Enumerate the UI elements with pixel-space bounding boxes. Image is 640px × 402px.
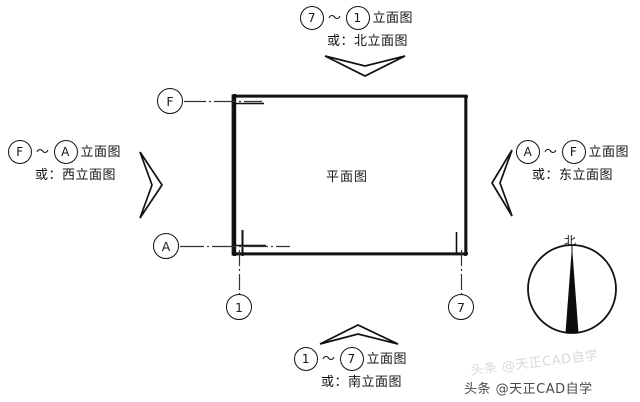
label-north-suffix: 立面图 xyxy=(372,10,414,26)
label-west-alt: 或：西立面图 xyxy=(35,168,117,183)
view-arrow-right-icon xyxy=(139,151,164,219)
watermark-text: 头条 @天正CAD自学 xyxy=(464,382,593,397)
label-east-elevation-row: A ～ F 立面图 xyxy=(516,140,629,164)
label-south-elevation: 1 ～ 7 立面图 或：南立面图 xyxy=(294,347,407,391)
label-north-alt: 或：北立面图 xyxy=(327,34,409,49)
grid-bubble-from-north: 7 xyxy=(300,6,324,30)
grid-bubble-axis-f: F xyxy=(157,88,183,114)
grid-bubble-to-south: 7 xyxy=(339,347,364,371)
range-tilde-north: ～ xyxy=(328,10,342,26)
grid-bubble-from-east: A xyxy=(516,140,540,164)
grid-bubble-axis-a: A xyxy=(153,233,179,259)
label-west-suffix: 立面图 xyxy=(80,144,122,160)
range-tilde-east: ～ xyxy=(544,144,558,160)
label-north-elevation-row: 7 ～ 1 立面图 xyxy=(300,6,413,30)
grid-bubble-axis-1: 1 xyxy=(226,294,252,320)
plan-outline-rect xyxy=(231,94,468,256)
grid-bubble-axis-7: 7 xyxy=(448,294,474,320)
label-south-alt: 或：南立面图 xyxy=(321,375,403,390)
grid-bubble-to-west: A xyxy=(53,140,78,164)
view-arrow-up-icon xyxy=(319,324,399,345)
grid-bubble-to-east: F xyxy=(561,140,586,164)
range-tilde-west: ～ xyxy=(36,144,50,160)
label-north-elevation: 7 ～ 1 立面图 或：北立面图 xyxy=(300,6,413,50)
label-south-elevation-row: 1 ～ 7 立面图 xyxy=(294,347,407,371)
view-arrow-down-icon xyxy=(324,55,406,77)
label-east-elevation: A ～ F 立面图 或：东立面图 xyxy=(516,140,629,184)
label-west-elevation: F ～ A 立面图 或：西立面图 xyxy=(8,140,121,184)
grid-bubble-from-west: F xyxy=(8,140,32,164)
view-arrow-left-icon xyxy=(491,149,513,217)
label-east-suffix: 立面图 xyxy=(588,144,630,160)
label-south-suffix: 立面图 xyxy=(366,351,408,367)
range-tilde-south: ～ xyxy=(322,351,336,367)
plan-title-text: 平面图 xyxy=(326,170,369,185)
north-compass-icon xyxy=(527,244,617,334)
grid-bubble-to-north: 1 xyxy=(345,6,370,30)
compass-north-label: 北 xyxy=(564,234,577,248)
label-west-elevation-row: F ～ A 立面图 xyxy=(8,140,121,164)
grid-bubble-from-south: 1 xyxy=(294,347,318,371)
label-east-alt: 或：东立面图 xyxy=(532,168,614,183)
